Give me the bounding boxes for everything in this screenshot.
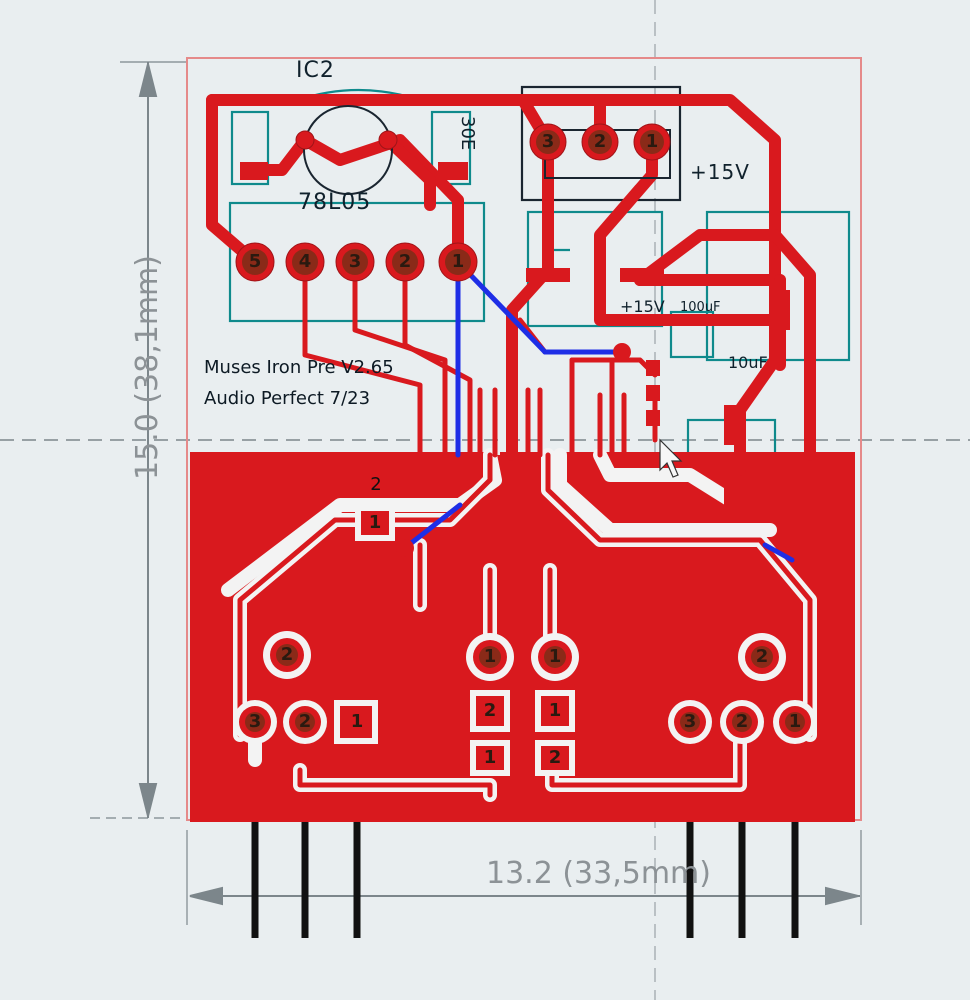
supply-label-2: +15V bbox=[620, 297, 665, 316]
center-right-pin-a[interactable]: 1 bbox=[548, 646, 562, 667]
header-pin-2[interactable]: 2 bbox=[398, 251, 412, 272]
header-pin-5[interactable]: 5 bbox=[248, 251, 262, 272]
regulator-body bbox=[303, 105, 393, 195]
regulator-label: 78L05 bbox=[298, 190, 372, 215]
reg-pin-3[interactable]: 3 bbox=[541, 131, 555, 152]
right-connector-top-pin[interactable]: 2 bbox=[755, 646, 769, 667]
jumper-pin-1[interactable]: 1 bbox=[368, 512, 382, 533]
smd-pads bbox=[240, 162, 790, 510]
right-connector-pin-2[interactable]: 2 bbox=[735, 711, 749, 732]
header-pin-1[interactable]: 1 bbox=[451, 251, 465, 272]
dimension-vertical-label: 15.0 (38,1mm) bbox=[130, 255, 165, 480]
cursor-icon bbox=[659, 438, 683, 478]
header-pin-3[interactable]: 3 bbox=[348, 251, 362, 272]
reg-pin-2[interactable]: 2 bbox=[593, 131, 607, 152]
board-title-line1: Muses Iron Pre V2.65 bbox=[204, 357, 394, 378]
cap-label-2: 100uF bbox=[680, 300, 721, 315]
right-connector-pin-3[interactable]: 3 bbox=[683, 711, 697, 732]
left-connector-pin-1[interactable]: 1 bbox=[350, 711, 364, 732]
left-connector-top-pin[interactable]: 2 bbox=[280, 644, 294, 665]
reg-pin-1[interactable]: 1 bbox=[645, 131, 659, 152]
left-connector-pin-2[interactable]: 2 bbox=[298, 711, 312, 732]
left-connector-pin-3[interactable]: 3 bbox=[248, 711, 262, 732]
via bbox=[396, 539, 414, 557]
center-right-pin-b[interactable]: 1 bbox=[548, 700, 562, 721]
top-copper-traces bbox=[206, 94, 816, 476]
jumper-pin-2[interactable]: 2 bbox=[370, 474, 382, 495]
center-right-pin-c[interactable]: 2 bbox=[548, 747, 562, 768]
dimension-horizontal-label: 13.2 (33,5mm) bbox=[486, 856, 711, 891]
ic-label: IC2 bbox=[296, 58, 335, 83]
board-title-line2: Audio Perfect 7/23 bbox=[204, 388, 371, 409]
center-left-pin-a[interactable]: 1 bbox=[483, 646, 497, 667]
header-legs bbox=[251, 822, 799, 938]
supply-label: +15V bbox=[690, 160, 750, 184]
reg-side-label: 30E bbox=[457, 116, 478, 151]
dimension-vertical bbox=[90, 61, 186, 819]
plane-pads bbox=[233, 505, 817, 776]
center-left-pin-c[interactable]: 1 bbox=[483, 747, 497, 768]
bottom-copper-traces bbox=[402, 259, 795, 563]
cap-label: 10uF bbox=[728, 353, 768, 372]
header-pin-4[interactable]: 4 bbox=[298, 251, 312, 272]
through-hole-pads bbox=[235, 123, 671, 282]
center-left-pin-b[interactable]: 2 bbox=[483, 700, 497, 721]
via bbox=[613, 343, 631, 361]
right-connector-pin-1[interactable]: 1 bbox=[788, 711, 802, 732]
